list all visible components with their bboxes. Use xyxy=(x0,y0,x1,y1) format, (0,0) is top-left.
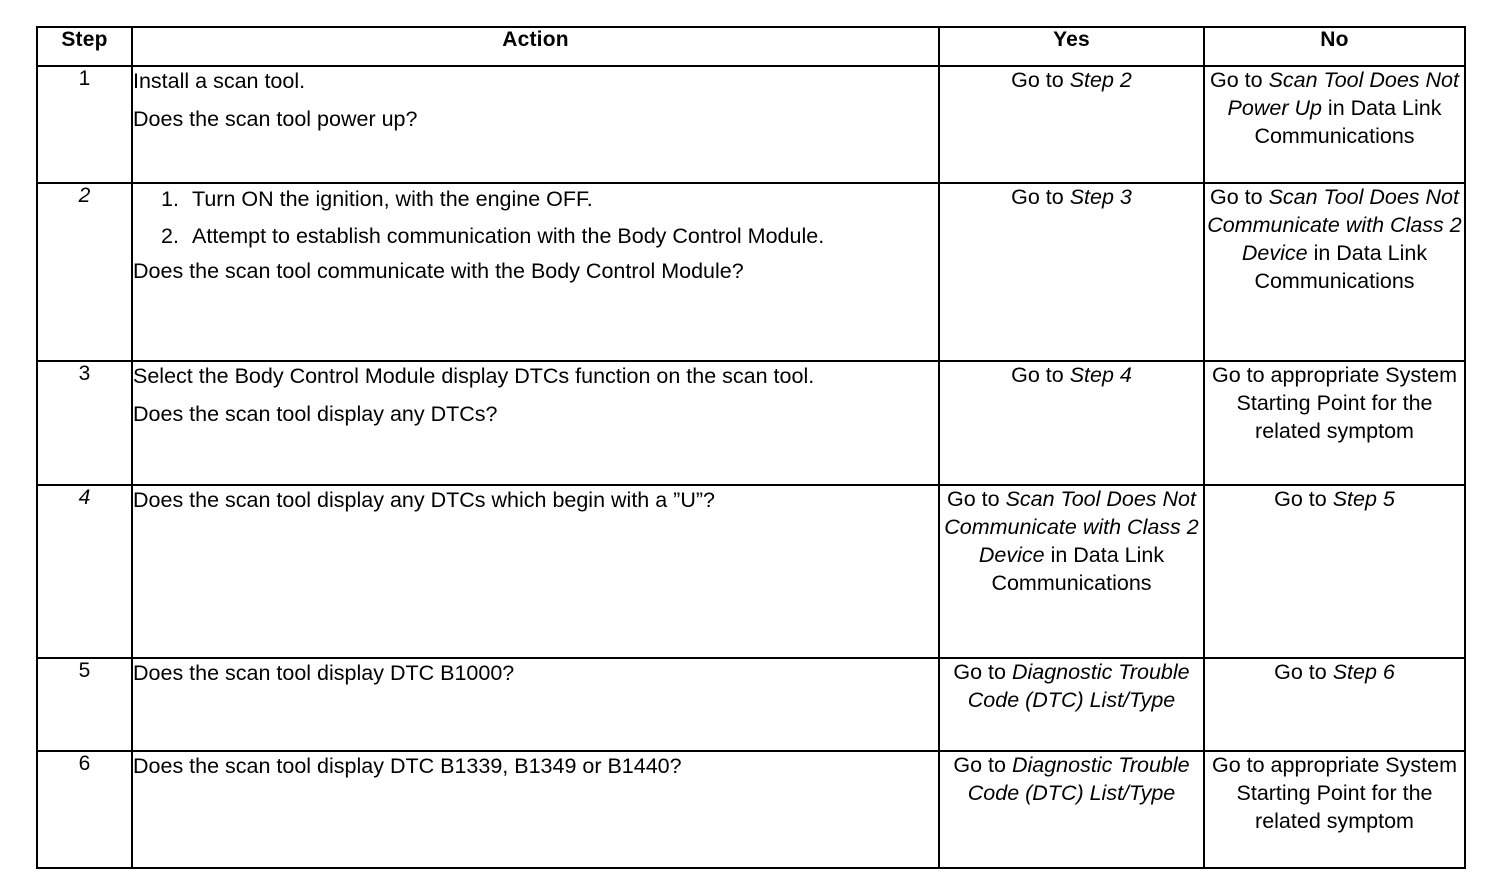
action-line: Install a scan tool. xyxy=(133,69,306,93)
plain-text: Go to xyxy=(953,753,1012,777)
action-substep-list: 1. Turn ON the ignition, with the engine … xyxy=(133,185,938,250)
no-result: Go to Scan Tool Does Not Communicate wit… xyxy=(1203,182,1466,362)
step-number: 1 xyxy=(36,65,133,184)
no-result-text: Go to Step 5 xyxy=(1205,486,1464,514)
no-result-text: Go to Step 6 xyxy=(1205,659,1464,687)
yes-result-text: Go to Scan Tool Does Not Communicate wit… xyxy=(940,486,1203,598)
no-result: Go to Step 5 xyxy=(1203,484,1466,659)
no-result: Go to appropriate System Starting Point … xyxy=(1203,750,1466,869)
yes-result: Go to Scan Tool Does Not Communicate wit… xyxy=(938,484,1205,659)
action-line: Does the scan tool power up? xyxy=(133,106,418,131)
reference-name: Step 6 xyxy=(1332,660,1395,684)
action-line: Does the scan tool display DTC B1000? xyxy=(133,661,515,685)
plain-text: in Data Link Communications xyxy=(991,542,1165,595)
yes-result: Go to Diagnostic Trouble Code (DTC) List… xyxy=(938,750,1205,869)
no-result-text: Go to Scan Tool Does Not Communicate wit… xyxy=(1205,184,1464,296)
action-line: Does the scan tool display DTC B1339, B1… xyxy=(133,754,682,778)
substep-text: Turn ON the ignition, with the engine OF… xyxy=(192,187,593,211)
plain-text: Go to xyxy=(953,660,1012,684)
step-number: 4 xyxy=(36,484,133,659)
plain-text: Go to xyxy=(1011,363,1070,387)
reference-name: Scan Tool Does Not Power Up xyxy=(1227,68,1459,120)
yes-result-text: Go to Step 4 xyxy=(940,362,1203,390)
action-cell: Install a scan tool. Does the scan tool p… xyxy=(131,65,940,184)
action-line: Does the scan tool display any DTCs? xyxy=(133,401,498,426)
table-row: 2 1. Turn ON the ignition, with the engine… xyxy=(36,182,1466,362)
plain-text: Go to xyxy=(1210,68,1269,92)
reference-name: Step 2 xyxy=(1069,68,1132,92)
action-substep: 2. Attempt to establish communication wit… xyxy=(133,222,938,251)
plain-text: Go to xyxy=(947,487,1006,511)
no-result: Go to Scan Tool Does Not Power Up in Dat… xyxy=(1203,65,1466,184)
reference-name: Scan Tool Does Not Communicate with Clas… xyxy=(1207,185,1462,265)
column-header-action: Action xyxy=(131,26,940,67)
action-line: Select the Body Control Module display D… xyxy=(133,364,815,388)
reference-name: Step 3 xyxy=(1069,185,1132,209)
plain-text: Go to appropriate System Starting Point … xyxy=(1212,753,1457,833)
column-header-no: No xyxy=(1203,26,1466,67)
no-result-text: Go to Scan Tool Does Not Power Up in Dat… xyxy=(1205,67,1464,151)
yes-result: Go to Diagnostic Trouble Code (DTC) List… xyxy=(938,657,1205,752)
no-result-text: Go to appropriate System Starting Point … xyxy=(1205,362,1464,446)
action-cell: Does the scan tool display DTC B1339, B1… xyxy=(131,750,940,869)
column-header-yes: Yes xyxy=(938,26,1205,67)
reference-name: Diagnostic Trouble Code (DTC) List/Type xyxy=(967,753,1190,805)
action-cell: Does the scan tool display DTC B1000? xyxy=(131,657,940,752)
reference-name: Diagnostic Trouble Code (DTC) List/Type xyxy=(967,660,1190,712)
step-number: 5 xyxy=(36,657,133,752)
yes-result: Go to Step 4 xyxy=(938,360,1205,486)
plain-text: Go to xyxy=(1274,487,1333,511)
no-result: Go to appropriate System Starting Point … xyxy=(1203,360,1466,486)
yes-result-text: Go to Diagnostic Trouble Code (DTC) List… xyxy=(940,752,1203,808)
yes-result: Go to Step 2 xyxy=(938,65,1205,184)
plain-text: Go to xyxy=(1011,68,1070,92)
no-result-text: Go to appropriate System Starting Point … xyxy=(1205,752,1464,836)
action-line: Does the scan tool communicate with the … xyxy=(133,259,744,284)
reference-name: Step 5 xyxy=(1332,487,1395,511)
column-header-step: Step xyxy=(36,26,133,67)
reference-name: Step 4 xyxy=(1069,363,1132,387)
plain-text: Go to xyxy=(1011,185,1070,209)
plain-text: in Data Link Communications xyxy=(1254,240,1428,293)
yes-result-text: Go to Diagnostic Trouble Code (DTC) List… xyxy=(940,659,1203,715)
action-cell: Does the scan tool display any DTCs whic… xyxy=(131,484,940,659)
plain-text: Go to xyxy=(1274,660,1333,684)
substep-number: 2. xyxy=(161,223,179,248)
step-number: 2 xyxy=(36,182,133,362)
action-cell: 1. Turn ON the ignition, with the engine … xyxy=(131,182,940,362)
no-result: Go to Step 6 xyxy=(1203,657,1466,752)
yes-result: Go to Step 3 xyxy=(938,182,1205,362)
plain-text: Go to xyxy=(1210,185,1269,209)
reference-name: Scan Tool Does Not Communicate with Clas… xyxy=(944,487,1199,567)
table-header-row: Step Action Yes No xyxy=(36,26,1466,67)
plain-text: in Data Link Communications xyxy=(1254,95,1442,148)
step-number: 3 xyxy=(36,360,133,486)
yes-result-text: Go to Step 3 xyxy=(940,184,1203,212)
substep-text: Attempt to establish communication with … xyxy=(192,223,825,248)
substep-number: 1. xyxy=(161,187,179,211)
yes-result-text: Go to Step 2 xyxy=(940,67,1203,95)
action-substep: 1. Turn ON the ignition, with the engine … xyxy=(133,185,938,214)
action-cell: Select the Body Control Module display D… xyxy=(131,360,940,486)
action-line: Does the scan tool display any DTCs whic… xyxy=(133,488,715,512)
step-number: 6 xyxy=(36,750,133,869)
plain-text: Go to appropriate System Starting Point … xyxy=(1212,363,1457,443)
